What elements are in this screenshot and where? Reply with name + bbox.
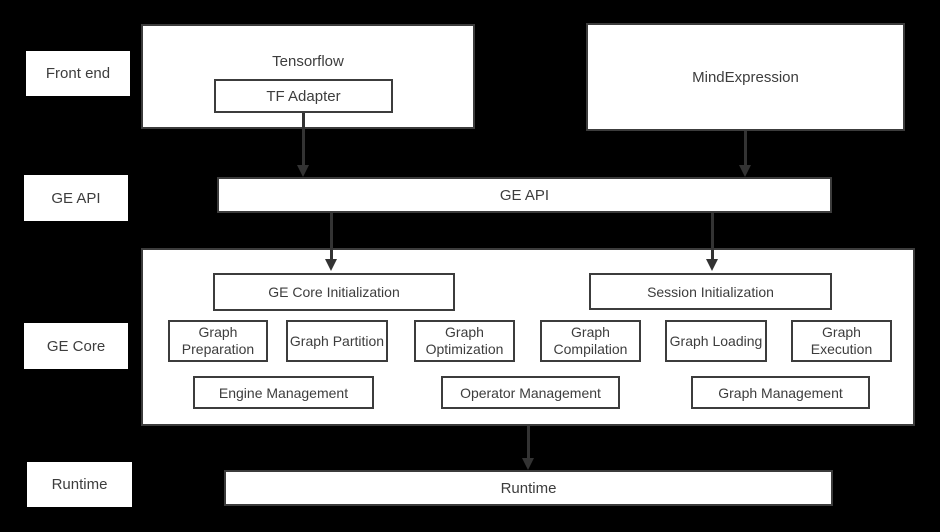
operator-management-label: Operator Management [460,384,601,401]
operator-management-box: Operator Management [441,376,620,409]
mindexpression-box: MindExpression [586,23,905,131]
graph-loading-box: Graph Loading [665,320,767,362]
arrow-head-icon [297,165,309,177]
tf-adapter-box: TF Adapter [214,79,393,113]
engine-management-box: Engine Management [193,376,374,409]
mindexpression-label: MindExpression [692,68,799,86]
graph-execution-label: Graph Execution [810,324,873,357]
ge-api-bar-label: GE API [499,186,550,204]
graph-partition-label: Graph Partition [289,332,385,349]
graph-optimization-label: Graph Optimization [425,324,504,357]
row-label-front-end-text: Front end [45,65,111,82]
arrow-head-icon [325,259,337,271]
session-initialization-label: Session Initialization [647,283,774,300]
row-label-ge-api: GE API [24,175,128,221]
arrow-head-icon [706,259,718,271]
arrow-stem [711,213,714,260]
arrow-stem [330,213,333,260]
graph-execution-box: Graph Execution [791,320,892,362]
arrow-tf-adapter-to-ge-api [297,113,309,177]
runtime-bar: Runtime [224,470,833,506]
tensorflow-label: Tensorflow [272,53,344,70]
engine-management-label: Engine Management [218,384,349,401]
tensorflow-box: Tensorflow TF Adapter [141,24,475,129]
graph-optimization-box: Graph Optimization [414,320,515,362]
ge-core-box: GE Core Initialization Session Initializ… [141,248,915,426]
graph-compilation-box: Graph Compilation [540,320,641,362]
arrow-ge-api-to-session-init [706,213,718,271]
arrow-stem [744,131,747,166]
row-label-ge-core-text: GE Core [46,337,106,355]
arrow-ge-api-to-ge-core-init [325,213,337,271]
arrow-mindexpression-to-ge-api [739,131,751,177]
arrow-ge-core-to-runtime [522,426,534,470]
graph-management-box: Graph Management [691,376,870,409]
ge-core-initialization-box: GE Core Initialization [213,273,455,311]
graph-management-label: Graph Management [718,384,843,401]
graph-preparation-box: Graph Preparation [168,320,268,362]
ge-core-initialization-label: GE Core Initialization [268,284,400,300]
row-label-runtime-text: Runtime [51,476,108,493]
row-label-ge-core: GE Core [24,323,128,369]
graph-preparation-label: Graph Preparation [181,324,255,357]
arrow-head-icon [522,458,534,470]
row-label-front-end: Front end [26,51,130,96]
row-label-ge-api-text: GE API [51,189,101,207]
row-label-runtime: Runtime [27,462,132,507]
arrow-stem [302,113,305,166]
arrow-head-icon [739,165,751,177]
graph-loading-label: Graph Loading [669,332,763,349]
ge-api-bar: GE API [217,177,832,213]
session-initialization-box: Session Initialization [589,273,832,310]
runtime-bar-label: Runtime [500,479,557,497]
arrow-stem [527,426,530,459]
graph-partition-box: Graph Partition [286,320,388,362]
graph-compilation-label: Graph Compilation [553,324,628,357]
tf-adapter-label: TF Adapter [266,87,341,105]
